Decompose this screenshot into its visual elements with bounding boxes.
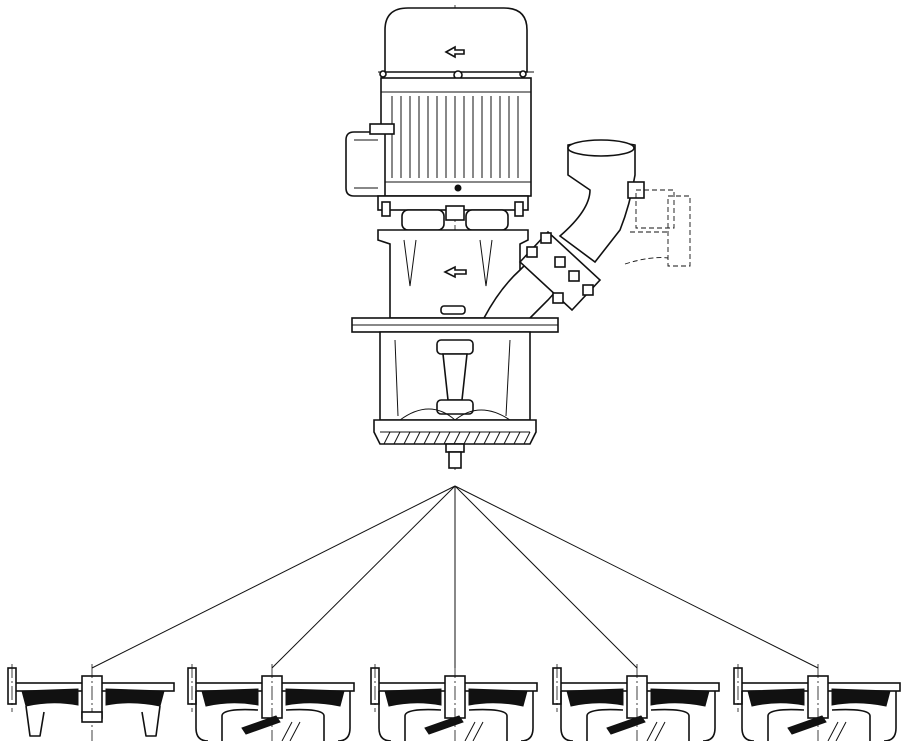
motor-fan-cover (378, 7, 534, 80)
motor-body (380, 77, 532, 197)
leader-line (91, 485, 456, 669)
impeller-variant-closed (552, 664, 720, 741)
leader-lines (91, 485, 819, 669)
impeller-variant-closed (733, 664, 901, 741)
rotation-arrow-icon (444, 45, 465, 59)
vertical-pump-assembly (345, 5, 691, 470)
impeller-variants (7, 664, 901, 741)
impeller-variant-closed (187, 664, 355, 741)
pump-casing (379, 331, 531, 421)
pump-base (373, 419, 537, 469)
flow-arrow-icon (443, 265, 467, 279)
leader-line (454, 485, 638, 669)
motor-flange (377, 195, 529, 231)
leader-line (271, 485, 456, 669)
leader-line (454, 485, 819, 669)
discharge-pipe (482, 139, 645, 321)
optional-attachment-outline (624, 189, 691, 267)
impeller-variant-open (7, 664, 175, 741)
mounting-plate (351, 317, 559, 333)
lantern-housing (377, 229, 529, 319)
impeller-variant-closed (370, 664, 538, 741)
